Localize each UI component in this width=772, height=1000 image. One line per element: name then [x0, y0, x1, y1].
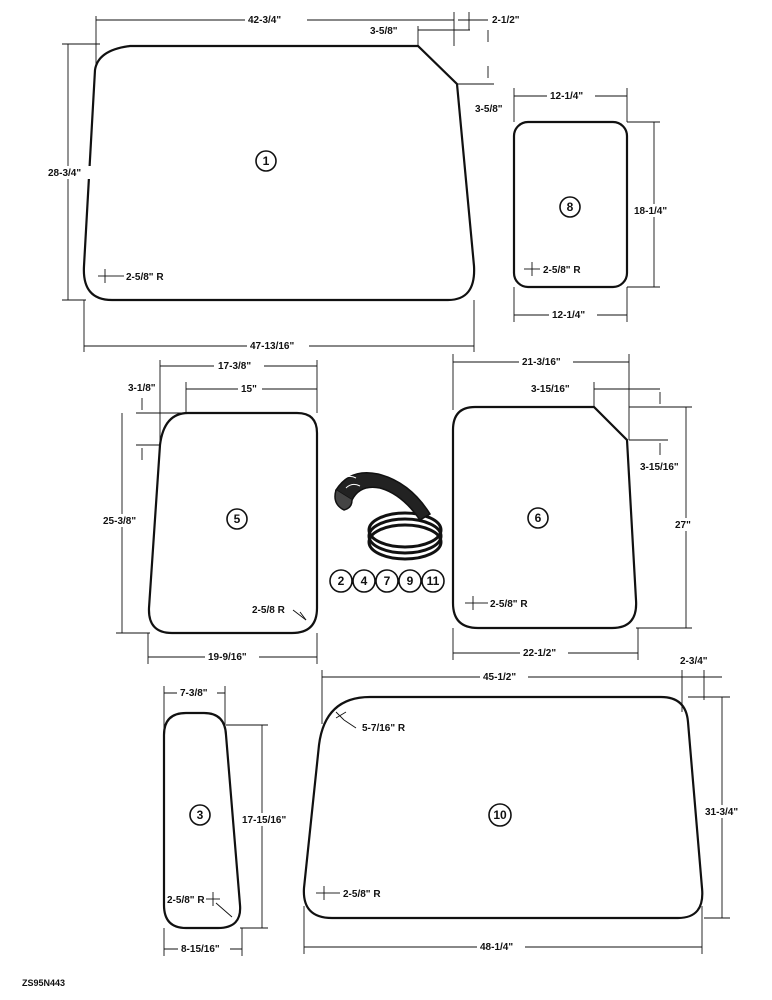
panel-6-number: 6 — [535, 511, 542, 525]
panel-1-bottom-width: 47-13/16" — [250, 341, 294, 352]
panel-1: 42-3/4" 3-5/8" 2-1/2" 3-5/8" 28-3/4" 47-… — [46, 12, 520, 352]
panel-10-top-width: 45-1/2" — [483, 672, 516, 683]
panel-1-callout — [255, 150, 277, 172]
panel-5-top-width: 15" — [241, 384, 257, 395]
panel-1-radius: 2-5/8" R — [126, 272, 164, 283]
panel-10-radius-top: 5-7/16" R — [362, 723, 406, 734]
panel-10-number: 10 — [493, 808, 507, 822]
panel-5-radius: 2-5/8 R — [252, 605, 286, 616]
panel-3-number: 3 — [197, 808, 204, 822]
panel-10-lean: 2-3/4" — [680, 656, 708, 667]
panel-8-height: 18-1/4" — [634, 206, 667, 217]
panel-10: 45-1/2" 2-3/4" 31-3/4" 48-1/4" 5-7/16" R… — [302, 656, 745, 954]
seal-part-9: 9 — [407, 574, 414, 588]
panel-5: 17-3/8" 15" 3-1/8" 25-3/8" 19-9/16" 2-5/… — [101, 359, 319, 664]
panel-10-radius-bottom: 2-5/8" R — [343, 889, 381, 900]
seal-part-7: 7 — [384, 574, 391, 588]
panel-6: 21-3/16" 3-15/16" 3-15/16" 27" 22-1/2" 2… — [451, 354, 698, 660]
drawing-code: ZS95N443 — [22, 978, 66, 988]
panel-5-overall-top: 17-3/8" — [218, 361, 251, 372]
panel-8-number: 8 — [567, 200, 574, 214]
panel-1-top-width: 42-3/4" — [248, 15, 281, 26]
panel-6-callout — [527, 507, 549, 529]
panel-1-outline — [82, 44, 476, 302]
seal-strip: 2 4 7 9 11 — [329, 472, 445, 593]
panel-8-top-width: 12-1/4" — [550, 91, 583, 102]
panel-8-callout — [559, 196, 581, 218]
panel-3-top-width: 7-3/8" — [180, 688, 208, 699]
panel-5-number: 5 — [234, 512, 241, 526]
seal-part-11: 11 — [427, 574, 440, 588]
panel-3-callout — [189, 804, 211, 826]
panel-5-bottom-width: 19-9/16" — [208, 652, 247, 663]
panel-8-radius: 2-5/8" R — [543, 265, 581, 276]
panel-1-lean: 2-1/2" — [492, 15, 520, 26]
panel-1-height: 28-3/4" — [48, 168, 81, 179]
panel-6-radius: 2-5/8" R — [490, 599, 528, 610]
panel-3-height: 17-15/16" — [242, 815, 286, 826]
seal-part-4: 4 — [361, 574, 368, 588]
seal-part-numbers: 2 4 7 9 11 — [329, 569, 445, 593]
panel-8: 12-1/4" 18-1/4" 12-1/4" 2-5/8" R 8 — [512, 88, 678, 322]
panel-5-height: 25-3/8" — [103, 516, 136, 527]
panel-8-bottom-width: 12-1/4" — [552, 310, 585, 321]
panel-3-radius: 2-5/8" R — [167, 895, 205, 906]
seal-coil-icon — [334, 472, 443, 561]
panel-6-bottom-width: 22-1/2" — [523, 648, 556, 659]
panel-3: 7-3/8" 17-15/16" 8-15/16" 2-5/8" R 3 — [162, 686, 292, 956]
panel-10-bottom-width: 48-1/4" — [480, 942, 513, 953]
panel-1-number: 1 — [263, 154, 270, 168]
panel-10-callout — [488, 803, 512, 827]
panel-10-height: 31-3/4" — [705, 807, 738, 818]
panel-6-corner-top: 3-15/16" — [531, 384, 570, 395]
panel-6-height: 27" — [675, 520, 691, 531]
panel-6-top-width: 21-3/16" — [522, 357, 561, 368]
panel-6-corner-side: 3-15/16" — [640, 462, 679, 473]
panel-1-corner-side: 3-5/8" — [475, 104, 503, 115]
panel-5-corner: 3-1/8" — [128, 383, 156, 394]
seal-part-2: 2 — [338, 574, 345, 588]
panel-3-bottom-width: 8-15/16" — [181, 944, 220, 955]
panel-1-corner-top: 3-5/8" — [370, 26, 398, 37]
panel-5-callout — [226, 508, 248, 530]
